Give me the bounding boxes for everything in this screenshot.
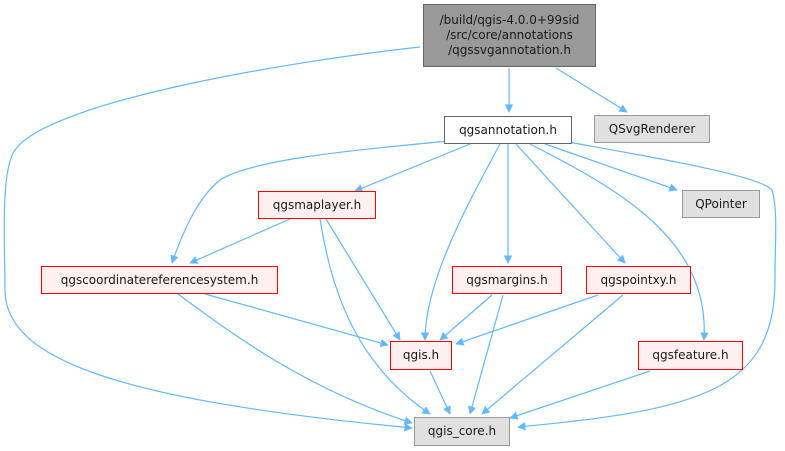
edge-pointxy-qgis	[455, 294, 599, 346]
node-qgis-h[interactable]: qgis.h	[390, 341, 452, 370]
edge-annotation-core	[517, 141, 777, 431]
edge-qgis-core	[429, 370, 451, 415]
node-qgscoordinatereferencesystem-h[interactable]: qgscoordinatereferencesystem.h	[41, 266, 278, 294]
edge-pointxy-core	[481, 294, 624, 415]
node-qgsmaplayer-h[interactable]: qgsmaplayer.h	[258, 191, 376, 219]
edge-margins-qgis	[439, 294, 493, 341]
edge-crs-qgis	[204, 293, 389, 348]
edge-annotation-maplayer	[354, 143, 471, 193]
node-qgssvgannotation-h[interactable]: /build/qgis-4.0.0+99sid /src/core/annota…	[423, 4, 596, 67]
edge-feature-core	[509, 370, 651, 420]
edge-annotation-pointer	[544, 143, 678, 192]
edge-root-svgrenderer	[555, 67, 628, 113]
node-qgsfeature-h[interactable]: qgsfeature.h	[638, 341, 743, 370]
node-qgsannotation-h[interactable]: qgsannotation.h	[444, 116, 572, 144]
edge-maplayer-crs	[189, 218, 291, 264]
node-qgsmargins-h[interactable]: qgsmargins.h	[452, 266, 562, 294]
node-qgspointxy-h[interactable]: qgspointxy.h	[586, 266, 691, 294]
edge-annotation-qgis	[420, 143, 501, 341]
edge-annotation-pointxy	[515, 143, 626, 264]
node-qgis-core-h[interactable]: qgis_core.h	[414, 417, 510, 446]
edge-maplayer-qgis	[325, 218, 401, 341]
edge-annotation-crs	[170, 139, 461, 264]
edge-maplayer-core	[319, 218, 431, 415]
node-qsvgrenderer[interactable]: QSvgRenderer	[594, 115, 710, 143]
edge-crs-core	[177, 293, 413, 425]
edge-root-core	[3, 46, 421, 432]
edge-margins-core	[467, 294, 504, 415]
edge-annotation-feature	[529, 143, 709, 341]
node-qpointer[interactable]: QPointer	[682, 190, 760, 218]
